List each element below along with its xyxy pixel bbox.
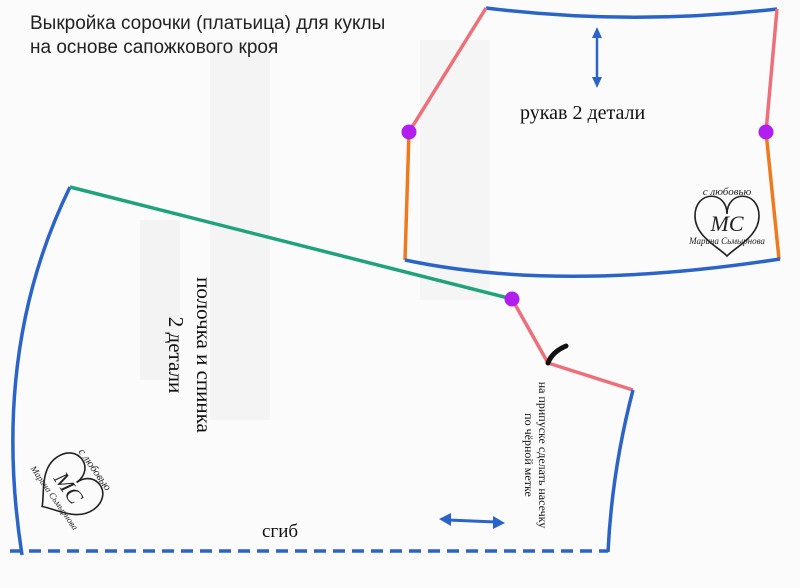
- watermark-monogram: МС: [710, 211, 744, 236]
- body-right-side-line: [606, 389, 635, 553]
- pattern-title-line1: Выкройка сорочки (платьица) для куклы: [30, 13, 386, 34]
- body-armhole-upper: [510, 298, 550, 364]
- body-piece-label: полочка и спинка 2 детали: [162, 277, 218, 433]
- body-shoulder-line: [69, 185, 513, 301]
- sleeve-right-underarm: [764, 131, 781, 260]
- notch-note-line2: по чёрной метке: [522, 413, 536, 497]
- notch-note-line1: на припуске сделать насечку: [536, 381, 550, 529]
- pattern-title: Выкройка сорочки (платьица) для куклы на…: [30, 12, 385, 60]
- sleeve-piece: [401, 6, 781, 278]
- watermark-stamp-sleeve: МС с любовью Марина Сьмырнова: [688, 186, 765, 258]
- sleeve-right-cap-side: [764, 8, 779, 133]
- watermark-top-text: с любовью: [703, 186, 752, 198]
- sleeve-right-match-dot: [758, 124, 774, 140]
- sleeve-cap-line: [485, 6, 778, 19]
- body-piece-label-line2: 2 детали: [164, 316, 188, 394]
- pattern-title-line2: на основе сапожкового кроя: [30, 37, 279, 58]
- sleeve-left-match-dot: [401, 124, 417, 140]
- body-armhole-lower: [547, 361, 634, 392]
- notch-note: на припуске сделать насечку по чёрной ме…: [522, 382, 550, 529]
- sleeve-label: рукав 2 детали: [520, 102, 646, 124]
- body-grainline-arrow: [439, 513, 505, 529]
- sleeve-hem-line: [404, 257, 781, 278]
- sleeve-grainline-arrow: [592, 27, 602, 88]
- body-match-dot: [504, 291, 520, 307]
- background-texture: [140, 40, 490, 420]
- sleeve-left-underarm: [403, 131, 411, 261]
- watermark-stamp-body: МС с любовью Марина Сьмырнова: [28, 446, 114, 532]
- notch-mark: [545, 343, 569, 366]
- watermark-bottom-text: Марина Сьмырнова: [688, 236, 765, 246]
- body-piece: [10, 185, 635, 556]
- body-left-side-line: [11, 186, 72, 556]
- body-piece-label-line1: полочка и спинка: [192, 277, 216, 433]
- faint-column-shadow: [140, 220, 180, 380]
- fold-label: сгиб: [262, 521, 299, 542]
- faint-column-shadow: [420, 40, 490, 300]
- sleeve-left-cap-side: [407, 7, 488, 133]
